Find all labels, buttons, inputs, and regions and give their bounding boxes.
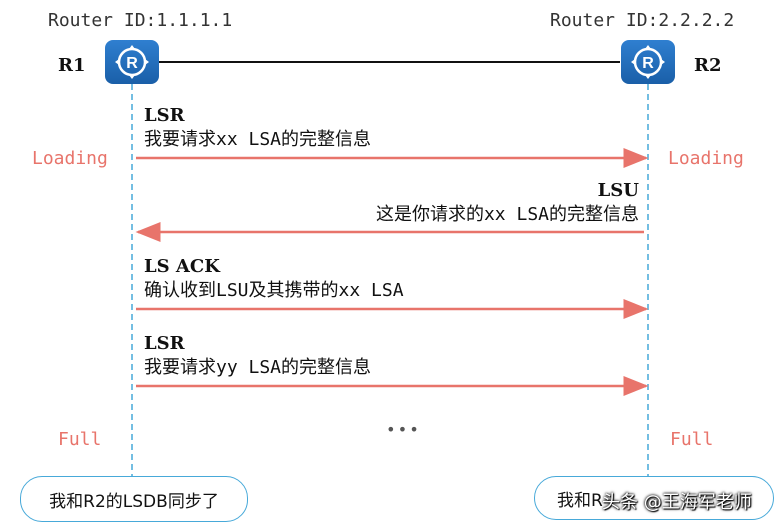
r2-state-full: Full — [670, 429, 714, 450]
r2-router-icon: R — [621, 40, 675, 84]
message-title: LSR — [144, 333, 185, 354]
message-desc: 确认收到LSU及其携带的xx LSA — [144, 280, 404, 301]
message-desc: 这是你请求的xx LSA的完整信息 — [375, 204, 639, 225]
r1-sync-bubble: 我和R2的LSDB同步了 — [20, 476, 248, 522]
r1-name: R1 — [58, 55, 86, 76]
message-lsr-2: LSR 我要请求yy LSA的完整信息 — [144, 333, 371, 381]
r2-state-loading: Loading — [668, 148, 744, 169]
r2-sync-bubble: 我和R — [534, 476, 774, 520]
message-desc: 我要请求xx LSA的完整信息 — [144, 129, 372, 150]
svg-text:R: R — [126, 55, 138, 72]
ellipsis: ••• — [386, 420, 421, 439]
message-lsu: LSU 这是你请求的xx LSA的完整信息 — [376, 180, 639, 228]
r1-router-id: Router ID:1.1.1.1 — [48, 10, 233, 31]
message-lsr-1: LSR 我要请求xx LSA的完整信息 — [144, 105, 371, 153]
message-title: LSU — [597, 180, 639, 201]
r2-name: R2 — [694, 55, 722, 76]
r1-state-full: Full — [58, 429, 102, 450]
r1-state-loading: Loading — [32, 148, 108, 169]
watermark: 头条 @王海军老师 — [602, 492, 752, 513]
message-desc: 我要请求yy LSA的完整信息 — [144, 357, 372, 378]
message-title: LS ACK — [144, 256, 220, 277]
svg-text:R: R — [642, 55, 654, 72]
r1-router-icon: R — [105, 40, 159, 84]
message-title: LSR — [144, 105, 185, 126]
r2-router-id: Router ID:2.2.2.2 — [550, 10, 735, 31]
message-lsack: LS ACK 确认收到LSU及其携带的xx LSA — [144, 256, 404, 304]
